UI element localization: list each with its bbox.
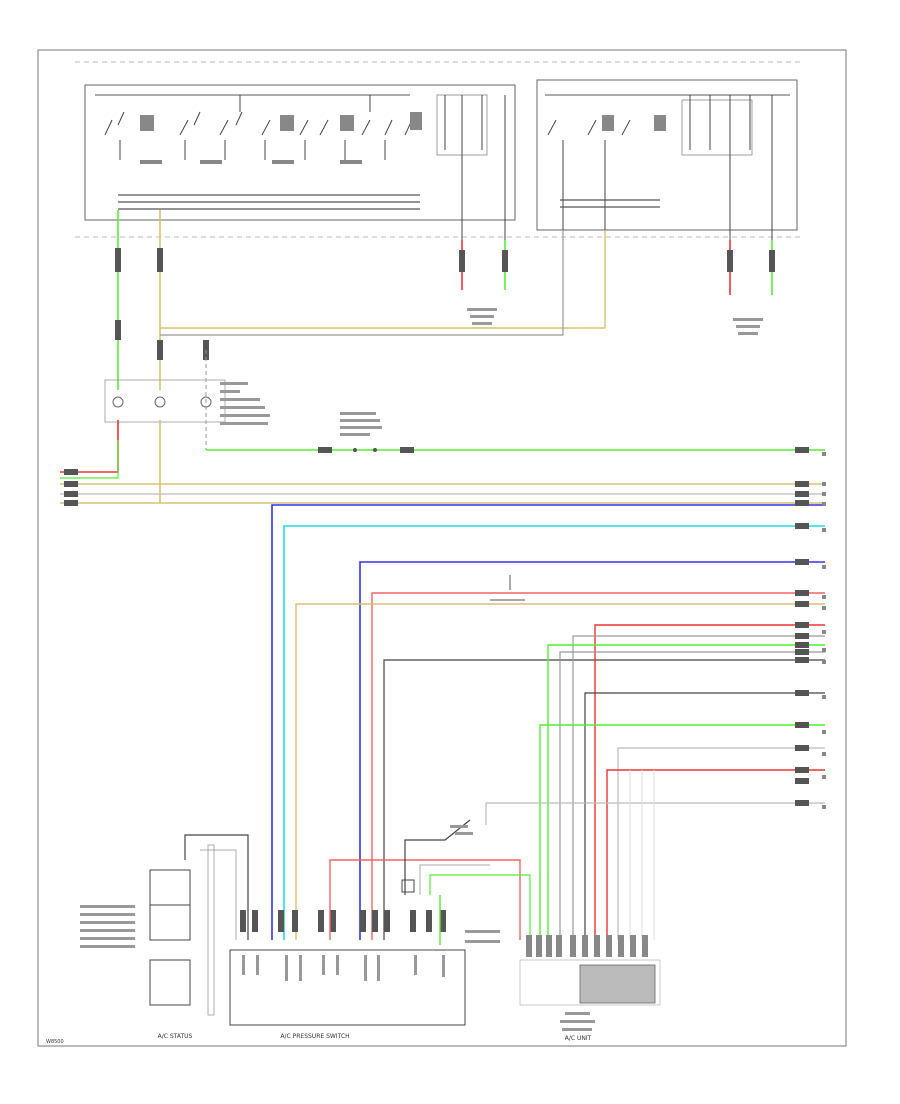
outer-frame xyxy=(37,49,847,1047)
ground-label-2 xyxy=(733,318,763,335)
ac-pressure-switch-module: A/C PRESSURE SWITCH xyxy=(229,819,531,1040)
page-code: W8500 xyxy=(46,1039,64,1045)
top-right-module xyxy=(536,79,798,240)
ground-label-1 xyxy=(467,308,497,325)
ac-unit-label: A/C UNIT xyxy=(565,1035,592,1042)
ac-pressure-switch-label: A/C PRESSURE SWITCH xyxy=(280,1033,349,1040)
top-left-module xyxy=(75,61,800,240)
ac-status-component: A/C STATUS xyxy=(80,834,249,1040)
ac-status-label: A/C STATUS xyxy=(158,1033,193,1040)
ac-unit-connector: A/C UNIT xyxy=(519,935,661,1042)
